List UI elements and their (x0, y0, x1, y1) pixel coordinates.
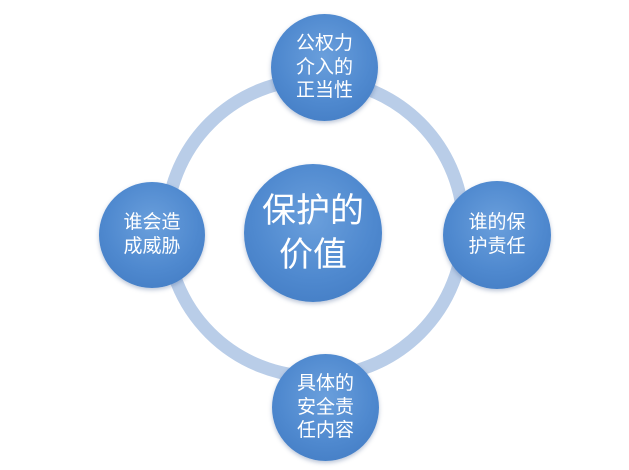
node-left-label: 谁会造 成威胁 (123, 211, 181, 257)
center-node-label: 保护的 价值 (262, 190, 364, 275)
node-bottom-label: 具体的 安全责 任内容 (296, 371, 354, 442)
node-right-label: 谁的保 护责任 (468, 211, 526, 257)
node-right: 谁的保 护责任 (443, 181, 551, 289)
node-top: 公权力 介入的 正当性 (271, 14, 378, 121)
node-left: 谁会造 成威胁 (99, 182, 205, 288)
node-top-label: 公权力 介入的 正当性 (295, 31, 353, 102)
center-node: 保护的 价值 (244, 164, 382, 302)
node-bottom: 具体的 安全责 任内容 (272, 354, 379, 461)
